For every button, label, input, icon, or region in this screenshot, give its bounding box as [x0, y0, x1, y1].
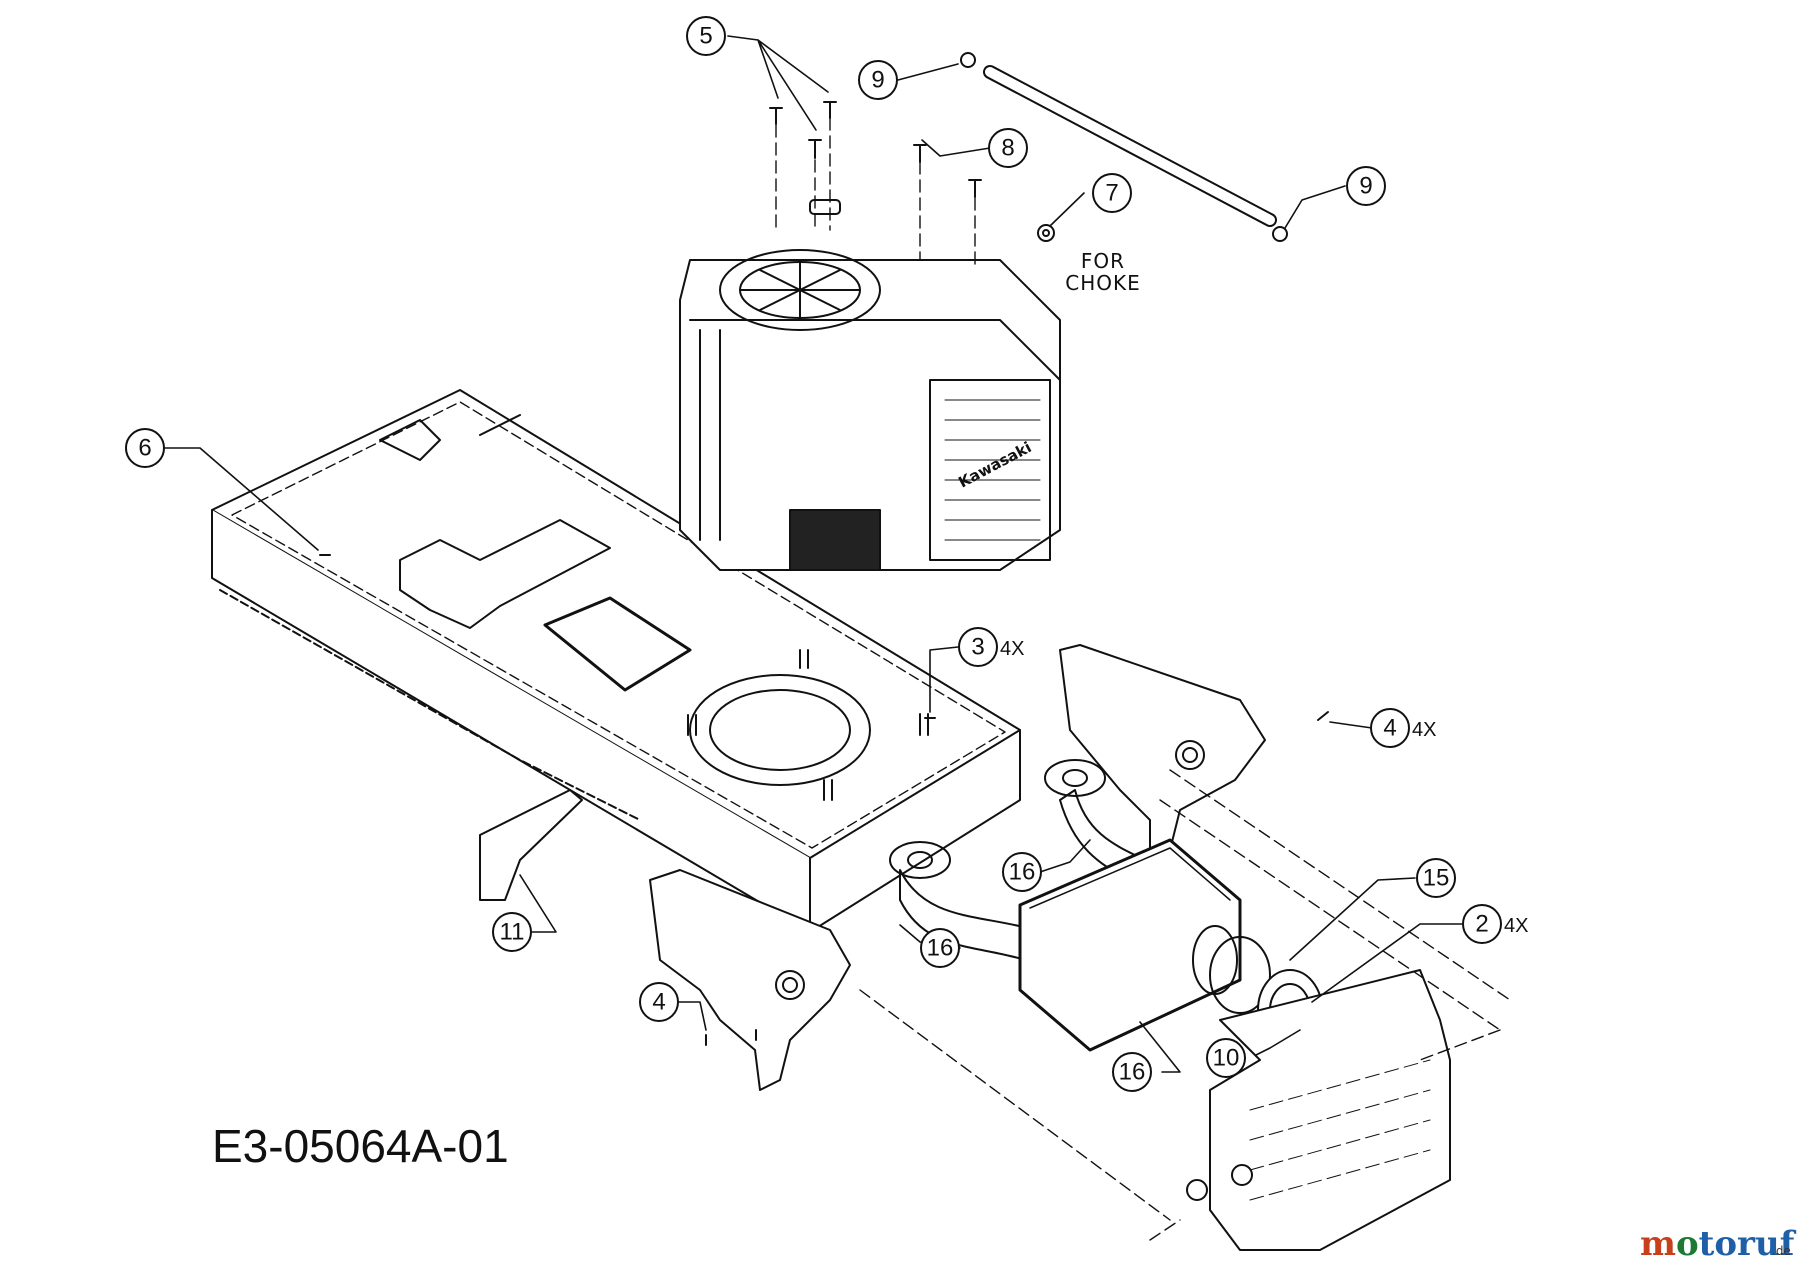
- note-line: CHOKE: [1065, 271, 1141, 295]
- callout-bubble-4a: [1370, 708, 1410, 748]
- callout-bubble-9b: [1346, 166, 1386, 206]
- callout-number: 16: [927, 935, 954, 962]
- engine: [679, 199, 1061, 571]
- callout-bubble-16a: [1002, 852, 1042, 892]
- hardware: [319, 52, 1329, 1046]
- callout-bubble-7: [1092, 173, 1132, 213]
- watermark-domain: .de: [1772, 1244, 1791, 1258]
- callout-number: 4: [1383, 715, 1396, 742]
- muffler-gasket: [1209, 936, 1271, 1014]
- callout-number: 3: [971, 634, 984, 661]
- callout-bubble-15: [1416, 858, 1456, 898]
- callout-number: 5: [699, 23, 712, 50]
- quantity-labels: 4X 4X 4X: [1000, 638, 1528, 937]
- callout-number: 2: [1475, 911, 1488, 938]
- callout-bubble-16b: [920, 928, 960, 968]
- callout-number: 4: [652, 989, 665, 1016]
- quantity-label: 4X: [1000, 638, 1024, 660]
- callout-number: 15: [1423, 865, 1450, 892]
- callout-number: 9: [871, 67, 884, 94]
- callout-bubble-8: [988, 128, 1028, 168]
- callout-bubble-4b: [639, 982, 679, 1022]
- note-line: FOR: [1081, 249, 1125, 273]
- chassis-frame: [211, 389, 1021, 933]
- muffler-guard: [1186, 969, 1451, 1251]
- callout-numbers: 5 9 8 7 9 6 3 4 16 15 2 16 11 4 16 10: [138, 23, 1488, 1086]
- callout-number: 10: [1213, 1045, 1240, 1072]
- assembly-guide-lines: [775, 117, 1511, 1241]
- quantity-label: 4X: [1412, 719, 1436, 741]
- callout-number: 16: [1009, 859, 1036, 886]
- watermark-logo: motoruf .de: [1640, 1224, 1797, 1264]
- muffler: [1018, 838, 1242, 1052]
- watermark-m: m: [1640, 1224, 1676, 1264]
- callout-number: 11: [500, 919, 525, 946]
- drawing-code: E3-05064A-01: [212, 1120, 509, 1172]
- svg-text:motoruf: motoruf: [1640, 1224, 1797, 1264]
- callout-number: 6: [138, 435, 151, 462]
- callout-number: 8: [1001, 135, 1014, 162]
- watermark-o: o: [1676, 1224, 1699, 1264]
- callout-bubble-6: [125, 428, 165, 468]
- callout-bubble-2: [1462, 904, 1502, 944]
- callout-bubble-16c: [1112, 1052, 1152, 1092]
- leader-lines: [163, 35, 1463, 1073]
- callout-bubbles: [125, 16, 1502, 1092]
- watermark-rest: toruf: [1699, 1224, 1797, 1264]
- callout-bubble-9a: [858, 60, 898, 100]
- choke-note: FOR CHOKE: [1065, 249, 1141, 295]
- heat-shield: [479, 789, 583, 901]
- quantity-label: 4X: [1504, 915, 1528, 937]
- choke-rod: [983, 65, 1277, 227]
- left-engine-bracket: [649, 869, 851, 1091]
- callout-bubble-3: [958, 627, 998, 667]
- callout-number: 7: [1105, 180, 1118, 207]
- callout-bubble-10: [1206, 1038, 1246, 1078]
- callout-number: 16: [1119, 1059, 1146, 1086]
- callout-number: 9: [1359, 173, 1372, 200]
- callout-bubble-11: [492, 912, 532, 952]
- callout-bubble-5: [686, 16, 726, 56]
